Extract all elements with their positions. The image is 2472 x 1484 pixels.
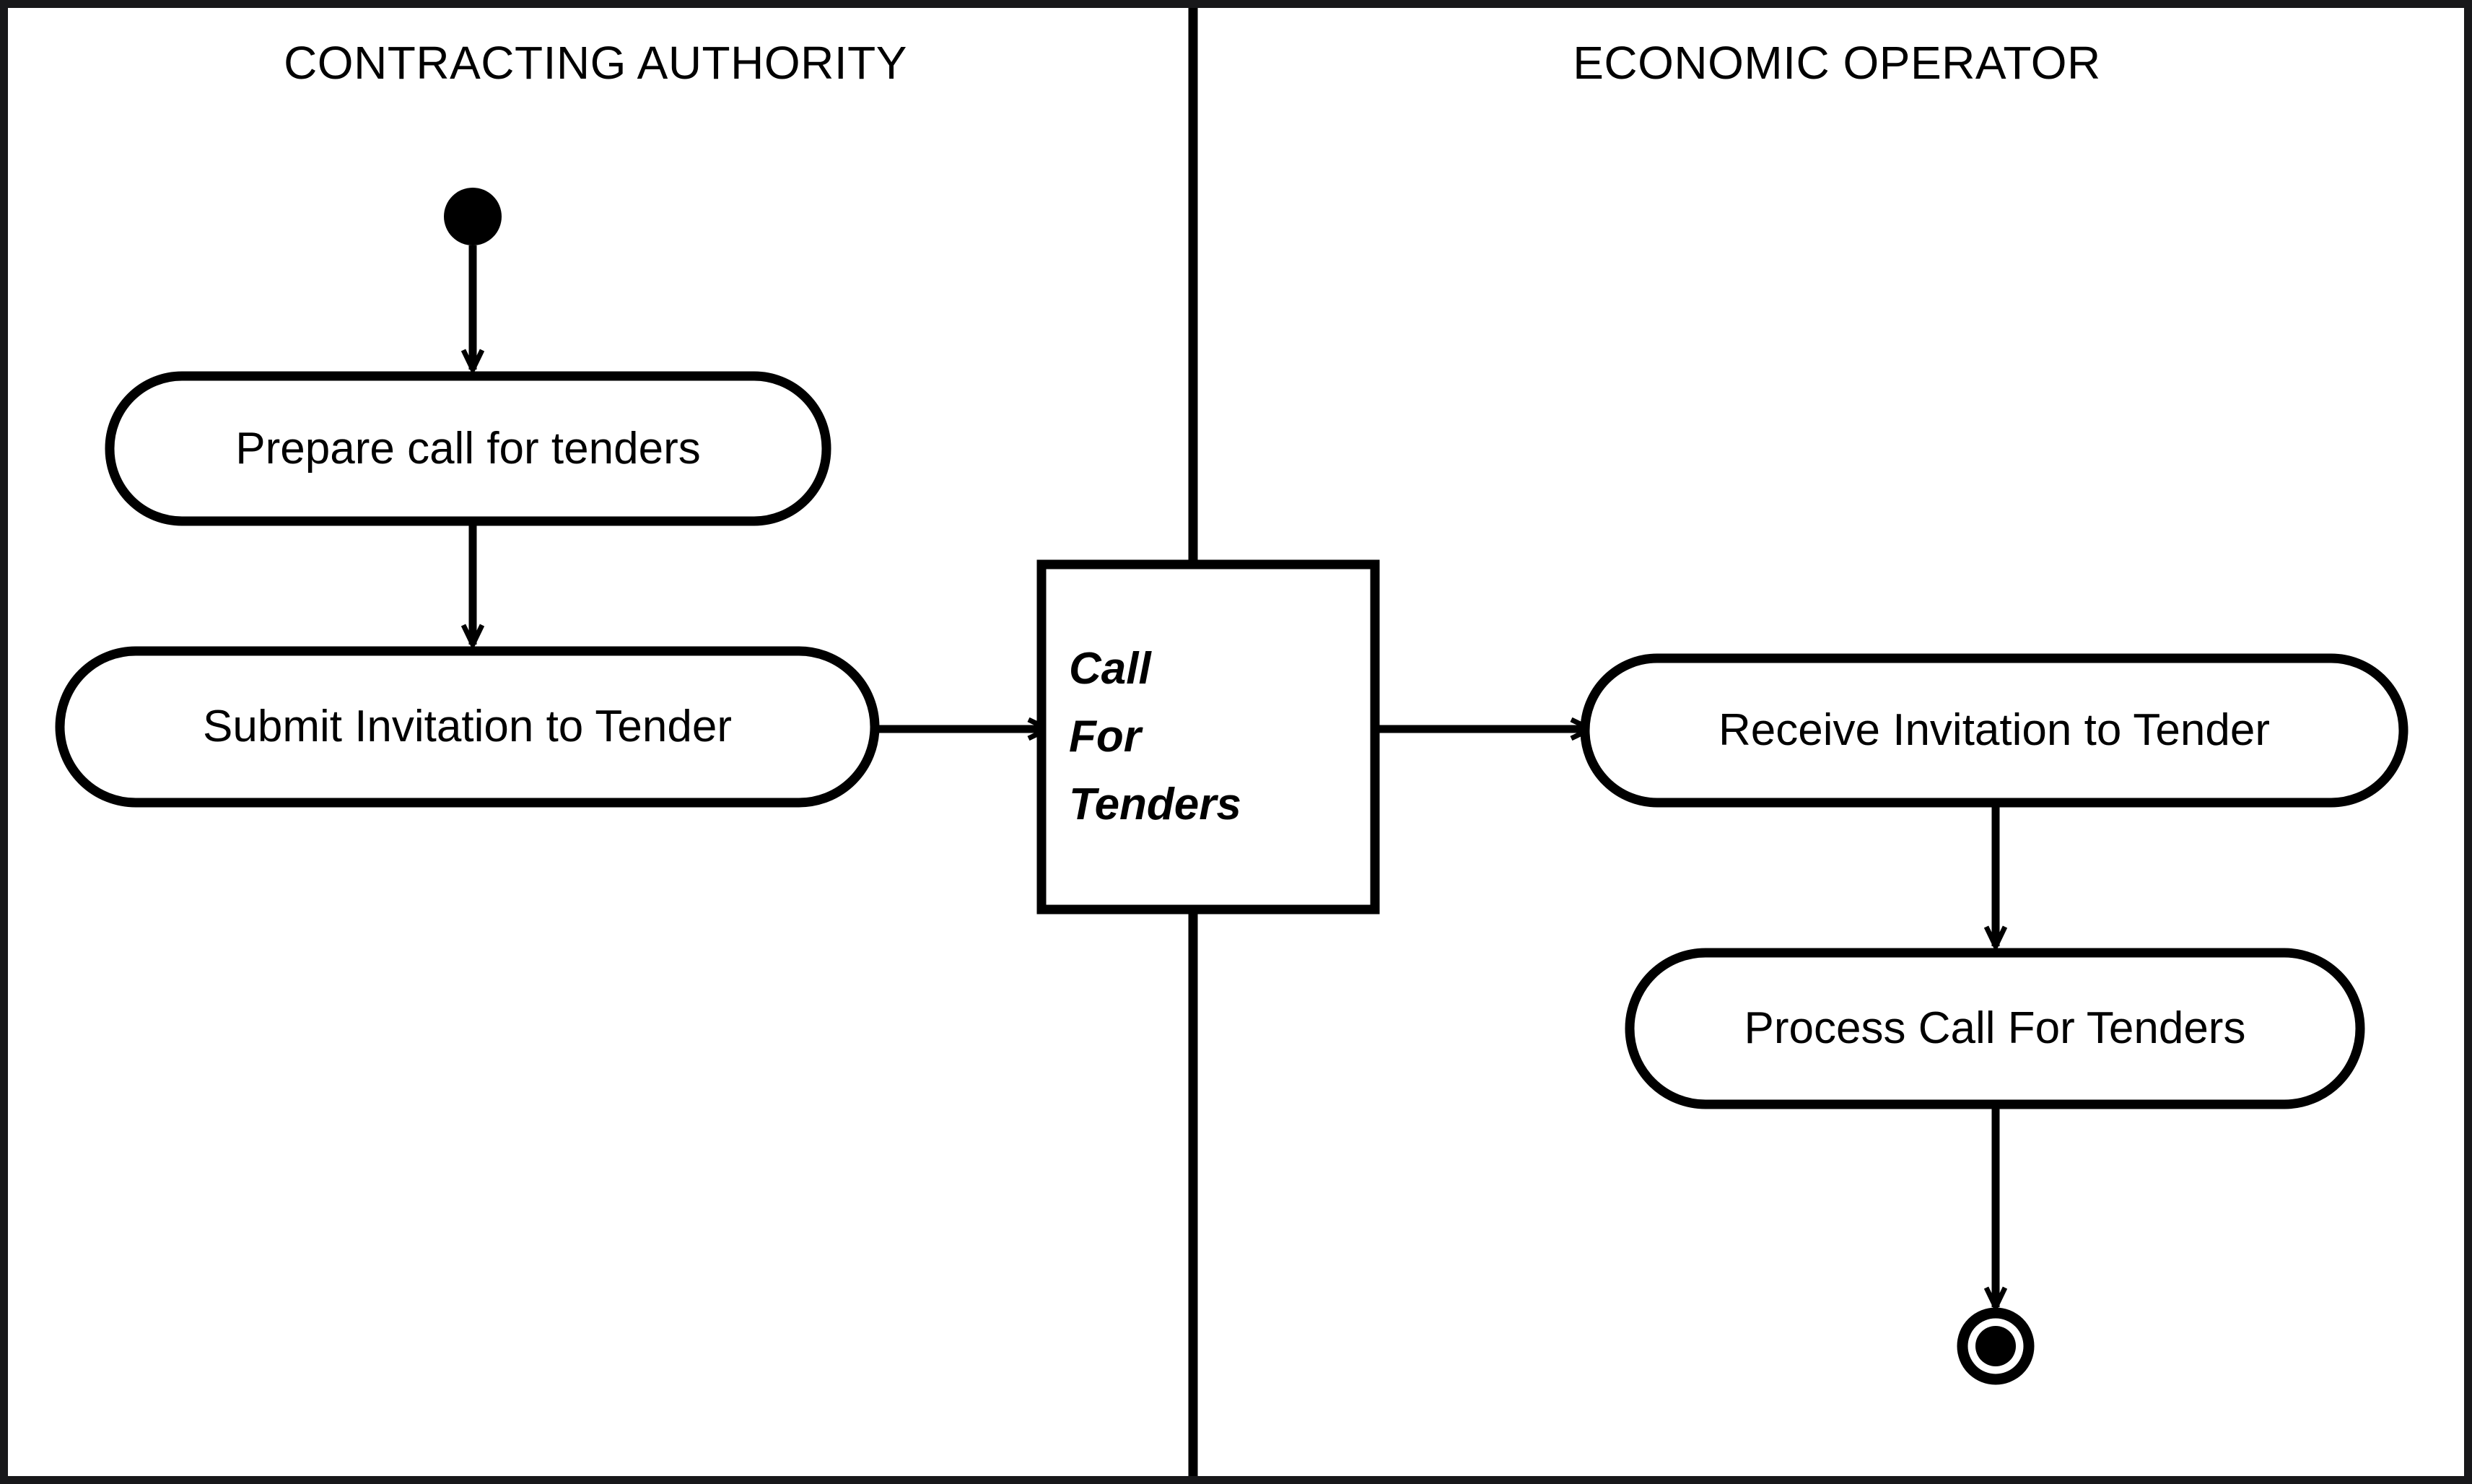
action-label-prepare-call-for-tenders: Prepare call for tenders [235, 423, 701, 473]
initial-node[interactable] [444, 188, 502, 245]
object-node-label-call-for-tenders: Call For Tenders [1041, 564, 1375, 909]
object-node-line-3: Tenders [1069, 780, 1241, 830]
lane-title-economic-operator: ECONOMIC OPERATOR [1573, 37, 2101, 89]
lane-title-contracting-authority: CONTRACTING AUTHORITY [284, 37, 907, 89]
action-label-process-call-for-tenders: Process Call For Tenders [1744, 1003, 2246, 1054]
object-node-line-2: For [1069, 711, 1141, 761]
action-prepare-call-for-tenders[interactable] [105, 371, 831, 526]
action-label-receive-invitation-to-tender: Receive Invitation to Tender [1718, 705, 2270, 756]
activity-final-node-core [1975, 1326, 2016, 1366]
action-label-submit-invitation-to-tender: Submit Invitation to Tender [203, 702, 732, 752]
object-node-line-1: Call [1069, 643, 1151, 694]
object-node-call-for-tenders[interactable] [1036, 559, 1380, 915]
